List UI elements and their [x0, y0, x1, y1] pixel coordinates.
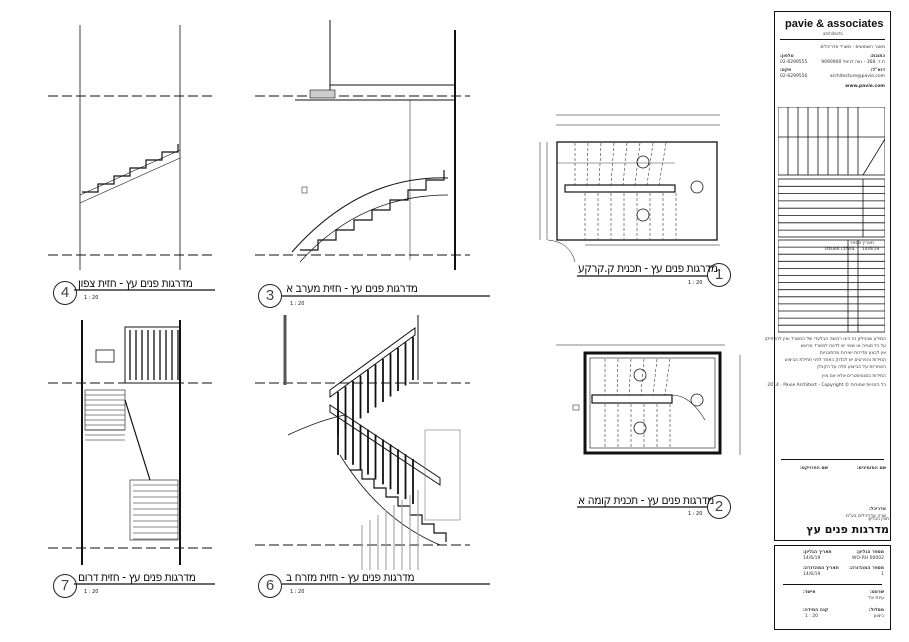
view-title-7: מדרגות פנים עץ - חזית דרום — [78, 570, 196, 584]
title-block: pavie & associates architects מאגר השמוש… — [765, 11, 891, 541]
view-scale-7: 1 : 20 — [84, 589, 99, 595]
revision-tables — [778, 107, 885, 333]
view-scale-1: 1 : 20 — [688, 280, 703, 286]
view-number-7: 7 — [53, 574, 77, 598]
scale: 1 : 20 — [805, 614, 818, 619]
drawn: עינת אל — [868, 596, 884, 601]
rev-date: 14/6/19 — [862, 247, 880, 252]
firm-name: pavie & associates — [785, 18, 884, 30]
view-3-elevation — [255, 20, 470, 270]
rev-header-date: תאריך — [862, 241, 874, 246]
drawn-label: שרטט: — [869, 590, 884, 595]
view-title-4: מדרגות פנים עץ - חזית צפון — [78, 276, 193, 290]
view-scale-4: 1 : 20 — [84, 295, 99, 301]
view-number-4: 4 — [53, 281, 77, 305]
phone-label: טלפון: — [780, 54, 794, 59]
sheet-info-block: מספר הגליון: WO-RH 00002 תאריך הגליון: 1… — [774, 545, 891, 630]
email-label: דוא"ל: — [870, 68, 885, 73]
approved-label: אישר: — [803, 590, 816, 595]
issue-date-label: תאריך הגליון: — [803, 550, 832, 555]
view-title-3: מדרגות פנים עץ - חזית מערב א — [286, 281, 418, 295]
copyright: 2014 - Pavie Architect - Copyright © כל … — [767, 383, 886, 388]
view-scale-3: 1 : 20 — [290, 301, 305, 307]
view-title-2: מדרגות פנים עץ - תכנית קומה א — [578, 493, 714, 507]
note-1: המידע שבגיליון זה הינו רכושה הבלעדי של ה… — [764, 337, 886, 342]
stage: ביצוע — [873, 614, 884, 619]
scale-label: קנה המידה: — [803, 608, 829, 613]
view-scale-2: 1 : 20 — [688, 511, 703, 517]
sheet-content-title: מדרגות פנים עץ — [806, 523, 889, 536]
view-scale-6: 1 : 20 — [290, 589, 305, 595]
owner-label: שם המזמינים: — [856, 466, 886, 471]
view-7-elevation — [48, 320, 215, 565]
project-label: שם הפרויקט: — [800, 466, 828, 471]
view-number-1: 1 — [707, 263, 731, 287]
view-title-underlines — [74, 275, 708, 585]
email: architecture@pavie.com — [829, 74, 885, 79]
address: ת.ד. 368 - נווה דניאל 9090900 — [821, 60, 885, 65]
rev-description: Issued (שלב) — [825, 247, 853, 252]
rev-header-number: מספר — [850, 241, 862, 246]
sheet-number-label: מספר הגליון: — [856, 550, 884, 555]
rev-number: 1 — [852, 247, 855, 252]
firm-subtitle: architects — [823, 31, 843, 36]
note-2: על כל סטייה או שינוי יש לדווח למשרד מראש — [800, 344, 886, 349]
fax-label: פקס: — [780, 68, 792, 73]
sheet-number: WO-RH 00002 — [852, 556, 884, 561]
firm-tagline: מאגר השמושים - משרד אדריכלים — [820, 45, 885, 50]
fax: 02-6299556 — [780, 74, 808, 79]
note-units: המידות בסנטימטרים אלא אם צוין — [822, 374, 886, 379]
view-number-3: 3 — [258, 284, 282, 308]
revision-date: 14/6/19 — [803, 572, 821, 577]
revision-date-label: תאריך המהדורה: — [803, 566, 839, 571]
view-number-6: 6 — [258, 574, 282, 598]
revision-number-label: מספר המהדורה: — [849, 566, 884, 571]
address-label: כתובת: — [870, 54, 885, 59]
view-number-2: 2 — [707, 495, 731, 519]
view-4-elevation — [48, 25, 215, 270]
issue-date: 14/6/19 — [803, 556, 821, 561]
view-title-1: מדרגות פנים עץ - תכנית ק.קרקע — [578, 261, 718, 275]
view-title-6: מדרגות פנים עץ - חזית מזרח ב — [286, 570, 415, 584]
view-2-plan — [556, 344, 741, 455]
stage-label: מסלול: — [868, 608, 884, 613]
note-3: אין לבצע מדידות ישירות מהתוכניות — [819, 351, 886, 356]
architect-label: אדריכל: — [868, 507, 886, 512]
phone: 02-6299555 — [780, 60, 808, 65]
note-5: האחריות על הביצוע חלה על הקבלן — [817, 365, 886, 370]
website: www.pavie.com — [845, 84, 885, 89]
view-1-plan — [539, 114, 720, 263]
sheet-content-label: תוכן הגליון: — [867, 517, 889, 522]
architect: שרה אדריכלים בע"מ — [845, 514, 886, 519]
note-4: המידות והפרטים יש לבדוק באתר לפני תחילת … — [784, 358, 886, 363]
revision-number: 1 — [881, 572, 884, 577]
view-6-elevation — [255, 315, 470, 570]
